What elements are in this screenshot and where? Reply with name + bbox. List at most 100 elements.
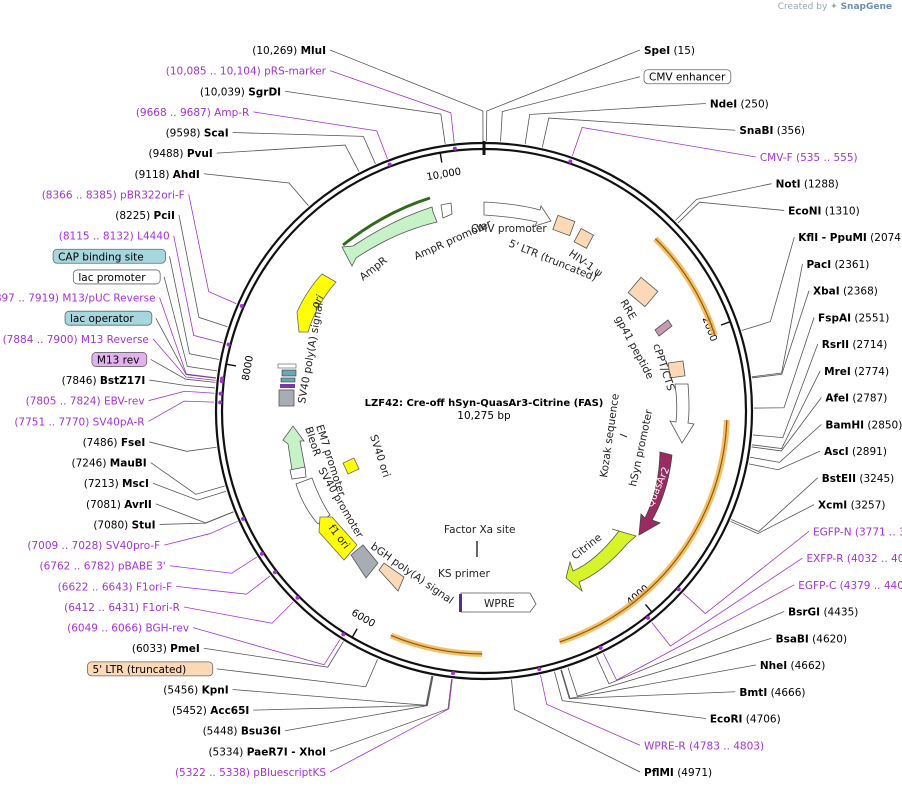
- leader-line: [677, 201, 785, 224]
- leader-line: [150, 359, 216, 383]
- leader-line: [751, 397, 822, 452]
- site-text: (5448) Bsu36I: [203, 726, 282, 738]
- gp41-arrow: [654, 319, 673, 337]
- site-name: PaeR7I - XhoI: [247, 746, 326, 758]
- site-ndei: NdeI (250): [710, 98, 769, 110]
- site-text: (7213) MscI: [84, 478, 149, 490]
- site-m13-puc-reverse: (7897 .. 7919) M13/pUC Reverse: [0, 293, 156, 305]
- inner-label-gp41: gp41 peptide: [612, 314, 655, 381]
- site-name: F1ori-F: [136, 581, 172, 593]
- leader-line: [155, 503, 234, 524]
- site-text: (7884 .. 7900) M13 Reverse: [3, 334, 149, 346]
- leader-line: [329, 49, 484, 142]
- site-lac-promoter: lac promoter: [72, 269, 161, 285]
- leader-line: [751, 263, 803, 378]
- leader-line: [748, 450, 821, 471]
- site-name: EcoRI: [710, 714, 743, 726]
- site-coord: (4662): [790, 660, 825, 672]
- site-coord: (10,269): [252, 45, 297, 57]
- site-coord: (7213): [84, 478, 119, 490]
- site-scai: (9598) ScaI: [166, 128, 229, 140]
- feature-box: [64, 310, 153, 326]
- leader-line: [183, 601, 294, 624]
- leader-line: [253, 111, 388, 159]
- primer-mark: [450, 671, 455, 676]
- leader-line: [741, 237, 795, 331]
- site-text: NdeI (250): [710, 98, 769, 110]
- leader-line: [541, 117, 736, 148]
- site-name: PflMI: [644, 767, 674, 779]
- feature-name: M13 rev: [97, 354, 140, 366]
- leader-line: [178, 214, 228, 328]
- site-text: (8366 .. 8385) pBR322ori-F: [42, 189, 185, 201]
- site-coord: (7246): [72, 458, 107, 470]
- site-name: AscI: [824, 446, 849, 458]
- hsyn-promoter-arrow: [669, 383, 695, 444]
- site-text: (7805 .. 7824) EBV-rev: [26, 396, 145, 408]
- leader-line: [203, 173, 309, 207]
- site-text: (6622 .. 6643) F1ori-F: [58, 581, 173, 593]
- site-bsu36i: (5448) Bsu36I: [203, 726, 282, 738]
- site-msci: (7213) MscI: [84, 478, 149, 490]
- site-name: BstEII: [822, 473, 856, 485]
- site-prs-marker: (10,085 .. 10,104) pRS-marker: [166, 66, 327, 78]
- inner-label-wpre: WPRE: [484, 598, 515, 610]
- site-f1ori-f: (6622 .. 6643) F1ori-F: [58, 581, 173, 593]
- site-l4440: (8115 .. 8132) L4440: [59, 231, 170, 243]
- sv40-polya-block: [278, 389, 295, 407]
- site-pbr322ori-f: (8366 .. 8385) pBR322ori-F: [42, 189, 185, 201]
- site-name: pBluescriptKS: [253, 767, 326, 779]
- site-asci: AscI (2891): [824, 446, 887, 458]
- site-rsrii: RsrII (2714): [822, 339, 888, 351]
- leader-line: [159, 511, 234, 525]
- tick-mark: [439, 152, 443, 163]
- leader-line: [730, 504, 815, 535]
- site-text: (9668 .. 9687) Amp-R: [136, 107, 250, 119]
- primer-mark: [676, 587, 681, 592]
- site-maubi: (7246) MauBI: [72, 458, 147, 470]
- leader-line: [149, 379, 216, 389]
- site-text: EcoRI (4706): [710, 714, 781, 726]
- site-text: (5334) PaeR7I - XhoI: [208, 746, 326, 758]
- site-coord: (8115 .. 8132): [59, 231, 134, 243]
- site-coord: (6412 .. 6431): [64, 602, 139, 614]
- site-coord: (3245): [859, 473, 894, 485]
- site-text: BstEII (3245): [822, 473, 895, 485]
- leader-line: [169, 556, 258, 574]
- site-coord: (535 .. 555): [796, 152, 858, 164]
- site-coord: (6622 .. 6643): [58, 581, 133, 593]
- site-text: (10,039) SgrDI: [200, 86, 281, 98]
- site-ebv-rev: (7805 .. 7824) EBV-rev: [26, 396, 145, 408]
- site-text: AscI (2891): [824, 446, 887, 458]
- site-text: BmtI (4666): [739, 687, 805, 699]
- site-text: (8225) PciI: [115, 210, 175, 222]
- site-name: WPRE-R: [644, 740, 686, 752]
- site-coord: (9488): [149, 148, 184, 160]
- site-coord: (5322 .. 5338): [175, 767, 250, 779]
- plasmid-name: LZF42: Cre-off hSyn-QuasAr3-Citrine (FAS…: [365, 398, 604, 409]
- site-bgh-rev: (6049 .. 6066) BGH-rev: [67, 623, 189, 635]
- site-bmti: BmtI (4666): [739, 687, 805, 699]
- site-coord: (250): [741, 98, 769, 110]
- site-name: BGH-rev: [145, 623, 189, 635]
- site-coord: (7751 .. 7770): [14, 416, 89, 428]
- site-name: BsrGI: [788, 607, 820, 619]
- site-coord: (3257): [851, 500, 886, 512]
- site-m13-reverse: (7884 .. 7900) M13 Reverse: [3, 334, 149, 346]
- site-name: SnaBI: [739, 125, 773, 137]
- leader-line: [329, 679, 453, 752]
- site-name: Amp-R: [214, 107, 249, 119]
- site-sv40pa-r: (7751 .. 7770) SV40pA-R: [14, 416, 144, 428]
- site-text: (7246) MauBI: [72, 458, 147, 470]
- site-name: EGFP-N: [813, 526, 852, 538]
- orf-arc-cmv-core: [654, 238, 716, 336]
- watermark-prefix: Created by: [777, 2, 828, 12]
- site-name: BsaBI: [776, 633, 809, 645]
- site-coord: (4971): [677, 767, 712, 779]
- site-name: BamHI: [825, 419, 864, 431]
- site-coord: (9598): [166, 128, 201, 140]
- site-exfp-r: EXFP-R (4032 .. 4051): [806, 553, 902, 565]
- primer-mark: [646, 615, 651, 620]
- primer-mark: [241, 516, 246, 521]
